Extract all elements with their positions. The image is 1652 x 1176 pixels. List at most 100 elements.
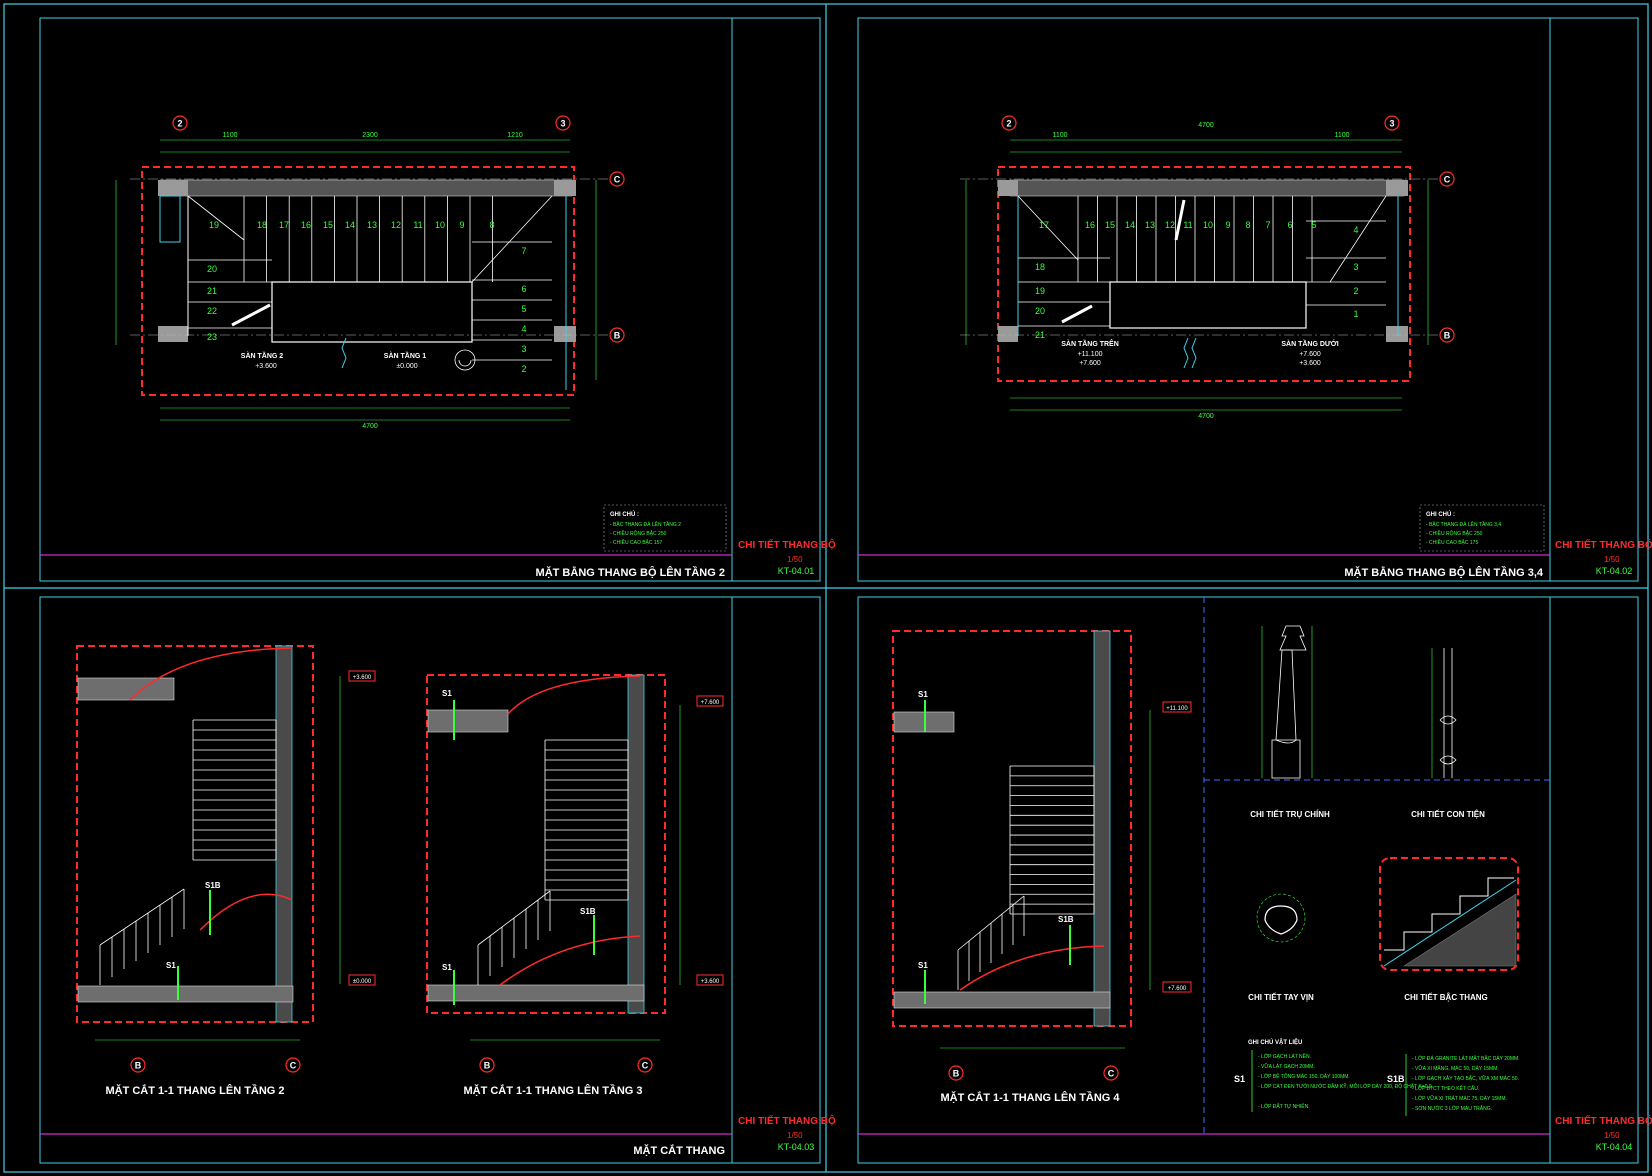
plan-2-notes-box bbox=[1419, 504, 1545, 552]
plan-2-dim-bottom-total: 4700 bbox=[1198, 413, 1214, 420]
detail-step-title: CHI TIẾT BẬC THANG bbox=[1404, 992, 1488, 1002]
section-a-stair bbox=[99, 719, 277, 985]
section-a: S1B S1 +3.600 ±0.000 B C MẶT CẮT 1-1 THA… bbox=[76, 645, 376, 1097]
plan-2-step-number: 2 bbox=[1353, 286, 1358, 296]
detail-post-title: CHI TIẾT TRỤ CHÍNH bbox=[1250, 809, 1330, 819]
section-c-slab-bottom bbox=[893, 991, 1111, 1009]
materials-s1-line-4: - LỚP CÁT ĐEN TƯỚI NƯỚC ĐẦM KỸ, MỖI LỚP … bbox=[1258, 1083, 1433, 1090]
plan-1-step-number: 18 bbox=[257, 220, 267, 230]
plan-2-grid-2: 2 bbox=[1001, 115, 1017, 131]
section-c-label-s1-top: S1 bbox=[918, 690, 928, 699]
plan-1-step-number: 15 bbox=[323, 220, 333, 230]
section-c-level-top: +11.100 bbox=[1166, 706, 1188, 712]
plan-1-notes-box bbox=[603, 504, 727, 552]
plan-1-stair-well bbox=[271, 281, 473, 343]
materials-s1-line-5: - LỚP ĐẤT TỰ NHIÊN. bbox=[1258, 1102, 1310, 1110]
plan-2-grid-3: 3 bbox=[1384, 115, 1400, 131]
plan-2-grid-2-label: 2 bbox=[1006, 119, 1011, 129]
sheet-3-code: KT-04.03 bbox=[778, 1142, 815, 1152]
detail-baluster: CHI TIẾT CON TIỆN bbox=[1411, 648, 1485, 819]
section-b-label-s1-top: S1 bbox=[442, 689, 452, 698]
plan-1-cut-boundary bbox=[141, 166, 575, 396]
plan-1-wall-top bbox=[159, 179, 573, 197]
plan-2-step-number: 9 bbox=[1225, 220, 1230, 230]
plan-1-dim-top-total: 2300 bbox=[362, 132, 378, 139]
plan-1-grid-2: 2 bbox=[172, 115, 188, 131]
plan-2-step-number: 20 bbox=[1035, 306, 1045, 316]
plan-1-step-number: 9 bbox=[459, 220, 464, 230]
sheet-2-detail-title: CHI TIẾT THANG BỘ bbox=[1555, 538, 1652, 551]
section-c-level-bottom: +7.600 bbox=[1168, 986, 1187, 992]
plan-1-newel-scroll bbox=[454, 349, 476, 371]
plan-2-step-number: 3 bbox=[1353, 262, 1358, 272]
materials-notes: GHI CHÚ VẬT LIỆU S1 - LỚP GẠCH LÁT NỀN. … bbox=[1234, 1038, 1520, 1116]
plan-2-notes-title: GHI CHÚ : bbox=[1426, 511, 1455, 518]
section-b-grid-b-label: B bbox=[484, 1061, 491, 1071]
section-a-level-bottom-tag bbox=[348, 974, 376, 986]
section-c-stair bbox=[957, 765, 1095, 990]
section-b-slab-bottom bbox=[427, 984, 645, 1002]
plan-1-step-number: 17 bbox=[279, 220, 289, 230]
section-b-grid-c-label: C bbox=[642, 1061, 649, 1071]
plan-2-step-number: 18 bbox=[1035, 262, 1045, 272]
section-a-label-s1: S1 bbox=[166, 961, 176, 970]
plan-1-step-number: 11 bbox=[413, 220, 422, 230]
section-a-grid-c: C bbox=[285, 1057, 301, 1073]
plan-2-step-number: 6 bbox=[1287, 220, 1292, 230]
sheet-2-border bbox=[857, 17, 1639, 582]
plan-1-direction-arrow bbox=[231, 303, 271, 327]
sheet-4-border bbox=[857, 596, 1639, 1164]
plan-1-step-number: 14 bbox=[345, 220, 355, 230]
plan-1-landing-right: SÀN TẦNG 1 bbox=[384, 350, 427, 360]
plan-2-cut-boundary bbox=[997, 166, 1411, 382]
plan-2-step-number: 13 bbox=[1145, 220, 1155, 230]
section-b-cut-boundary bbox=[426, 674, 666, 1014]
section-b-label-s1: S1 bbox=[442, 963, 452, 972]
plan-1-step-number: 7 bbox=[521, 246, 526, 256]
plan-1-grid-c: C bbox=[609, 171, 625, 187]
plan-2-winder bbox=[1017, 195, 1079, 261]
plan-1-notes-title: GHI CHÚ : bbox=[610, 511, 639, 518]
plan-2-note-2: - CHIỀU RỘNG BẬC 250 bbox=[1426, 530, 1483, 537]
sheet-3-title: MẶT CẮT THANG bbox=[633, 1144, 725, 1157]
plan-2-step-number: 17 bbox=[1039, 220, 1049, 230]
plan-1-step-number: 10 bbox=[435, 220, 445, 230]
section-c-flight bbox=[959, 945, 1105, 991]
plan-2-winder bbox=[1329, 195, 1387, 283]
plan-2-dim-right-span: 1100 bbox=[1334, 132, 1349, 139]
plan-1-dim-left-span: 1100 bbox=[222, 132, 237, 139]
plan-2-break-line bbox=[1183, 337, 1197, 369]
plan-1-column-tl bbox=[158, 180, 188, 196]
materials-s1b-line-2: - VỮA XI MĂNG, MÁC 50, DÀY 15MM. bbox=[1412, 1065, 1499, 1072]
sheet-1-code: KT-04.01 bbox=[778, 566, 815, 576]
plan-2-note-3: - CHIỀU CAO BẬC 175 bbox=[1426, 539, 1478, 546]
plan-2-step-number: 5 bbox=[1311, 220, 1316, 230]
plan-1-column-tr bbox=[554, 180, 576, 196]
section-a-grid-b: B bbox=[130, 1057, 146, 1073]
plan-1-grid-c-label: C bbox=[614, 175, 621, 185]
plan-2-step-number: 4 bbox=[1353, 225, 1358, 235]
plan-1-dim-right-span: 1210 bbox=[507, 132, 523, 139]
plan-1-step-number: 21 bbox=[207, 286, 217, 296]
section-c-grid-c: C bbox=[1103, 1065, 1119, 1081]
plan-1-duct bbox=[159, 195, 181, 243]
section-c-label-s1: S1 bbox=[918, 961, 928, 970]
sheet-4-code: KT-04.04 bbox=[1596, 1142, 1633, 1152]
materials-s1b-line-6: - SƠN NƯỚC 3 LỚP MÀU TRẮNG. bbox=[1412, 1104, 1492, 1112]
plan-1-step-number: 5 bbox=[521, 304, 526, 314]
plan-2-grid-b: B bbox=[1439, 327, 1455, 343]
sheet-1-scale: 1/50 bbox=[787, 555, 803, 564]
plan-2-column-br bbox=[1386, 326, 1408, 342]
plan-2-column-tr bbox=[1386, 180, 1408, 196]
plan-2-step-number: 16 bbox=[1085, 220, 1095, 230]
plan-2-grid-c: C bbox=[1439, 171, 1455, 187]
plan-2-landing-left-level2: +7.600 bbox=[1079, 360, 1101, 367]
sheet-4-detail-title: CHI TIẾT THANG BỘ bbox=[1555, 1114, 1652, 1127]
section-c-level-bottom-tag bbox=[1162, 981, 1192, 993]
materials-s1-label: S1 bbox=[1234, 1074, 1245, 1084]
sheet-1-detail-title: CHI TIẾT THANG BỘ bbox=[738, 538, 836, 551]
materials-s1b-line-5: - LỚP VỮA XI TRÁT MÁC 75, DÀY 15MM. bbox=[1412, 1095, 1507, 1102]
sheet-2-code: KT-04.02 bbox=[1596, 566, 1633, 576]
